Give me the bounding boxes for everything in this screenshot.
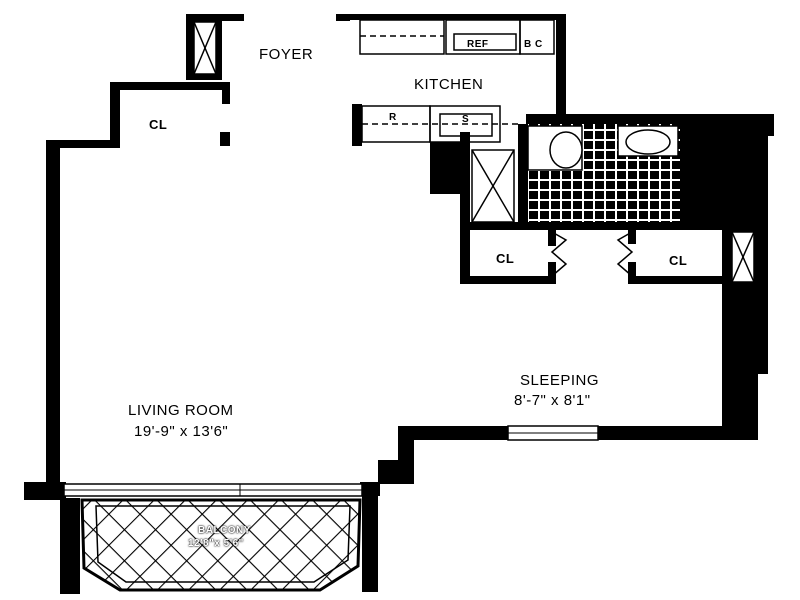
kitchen-east-wall — [556, 14, 566, 132]
living-north-wall — [46, 140, 118, 148]
living-room-size: 19'-9" x 13'6" — [134, 423, 229, 440]
refrigerator-label: REF — [467, 39, 489, 50]
closet-left-label: CL — [496, 251, 515, 266]
living-room-label: LIVING ROOM — [128, 402, 234, 419]
kitchen-label: KITCHEN — [414, 76, 484, 93]
closet-foyer-label: CL — [149, 117, 168, 132]
kitchen-south-block-2 — [460, 132, 470, 282]
closet-east-stub — [222, 82, 230, 104]
living-west-wall — [46, 140, 60, 482]
right-closet-west-wall — [628, 226, 636, 244]
foyer-north-stub-left — [222, 14, 244, 21]
step-wall-2 — [378, 460, 414, 484]
sleeping-window — [507, 425, 599, 441]
sleeping-south-wall-left — [400, 426, 508, 440]
sink-label: S — [462, 114, 470, 125]
bath-east-wall — [680, 124, 756, 228]
sleeping-size: 8'-7" x 8'1" — [514, 392, 591, 409]
right-closet-south-wall — [628, 276, 728, 284]
broom-closet-label: B C — [524, 39, 543, 50]
kitchen-south-block — [430, 142, 464, 194]
bathroom — [527, 124, 680, 222]
balcony-label: BALCONY — [198, 525, 251, 536]
closet-right-label: CL — [669, 253, 688, 268]
living-south-wall-right — [360, 482, 380, 496]
bath-north-east-wall — [764, 114, 774, 136]
sleeping-label: SLEEPING — [520, 372, 600, 389]
closet-doors — [550, 231, 634, 277]
shaft-icon — [193, 21, 217, 75]
left-closet-east-wall — [548, 226, 556, 246]
foyer-north-stub-right — [336, 14, 350, 21]
sink-icon — [625, 129, 671, 155]
kitchen-north-wall — [350, 14, 566, 20]
kitchen-south-stub — [352, 104, 362, 146]
kitchen-upper-counter — [359, 19, 555, 55]
bath-south-wall — [462, 222, 724, 230]
balcony-west-wall — [60, 498, 80, 594]
linen-closet-icon — [471, 149, 515, 223]
right-closet-west-wall-2 — [628, 262, 636, 282]
toilet-icon — [549, 131, 583, 169]
balcony-door — [63, 483, 363, 497]
closet-north-wall — [110, 82, 230, 90]
bath-north-wall — [526, 114, 774, 124]
step-wall — [398, 426, 414, 468]
balcony-east-wall — [362, 496, 378, 592]
bath-west-wall — [518, 124, 528, 228]
kitchen-lower-counter — [361, 105, 520, 143]
balcony — [80, 498, 362, 592]
closet-west-wall — [110, 82, 120, 148]
sleeping-south-wall-right — [598, 426, 748, 440]
range-label: R — [389, 112, 397, 123]
sleeping-east-pier — [756, 124, 768, 374]
closet-east-stub-2 — [220, 132, 230, 146]
balcony-size: 12'8"x 5'6" — [188, 538, 244, 549]
foyer-label: FOYER — [259, 46, 314, 63]
left-closet-south-wall — [460, 276, 556, 284]
east-shaft-icon — [731, 231, 755, 283]
left-closet-east-wall-2 — [548, 262, 556, 284]
living-south-wall-left — [24, 482, 66, 500]
